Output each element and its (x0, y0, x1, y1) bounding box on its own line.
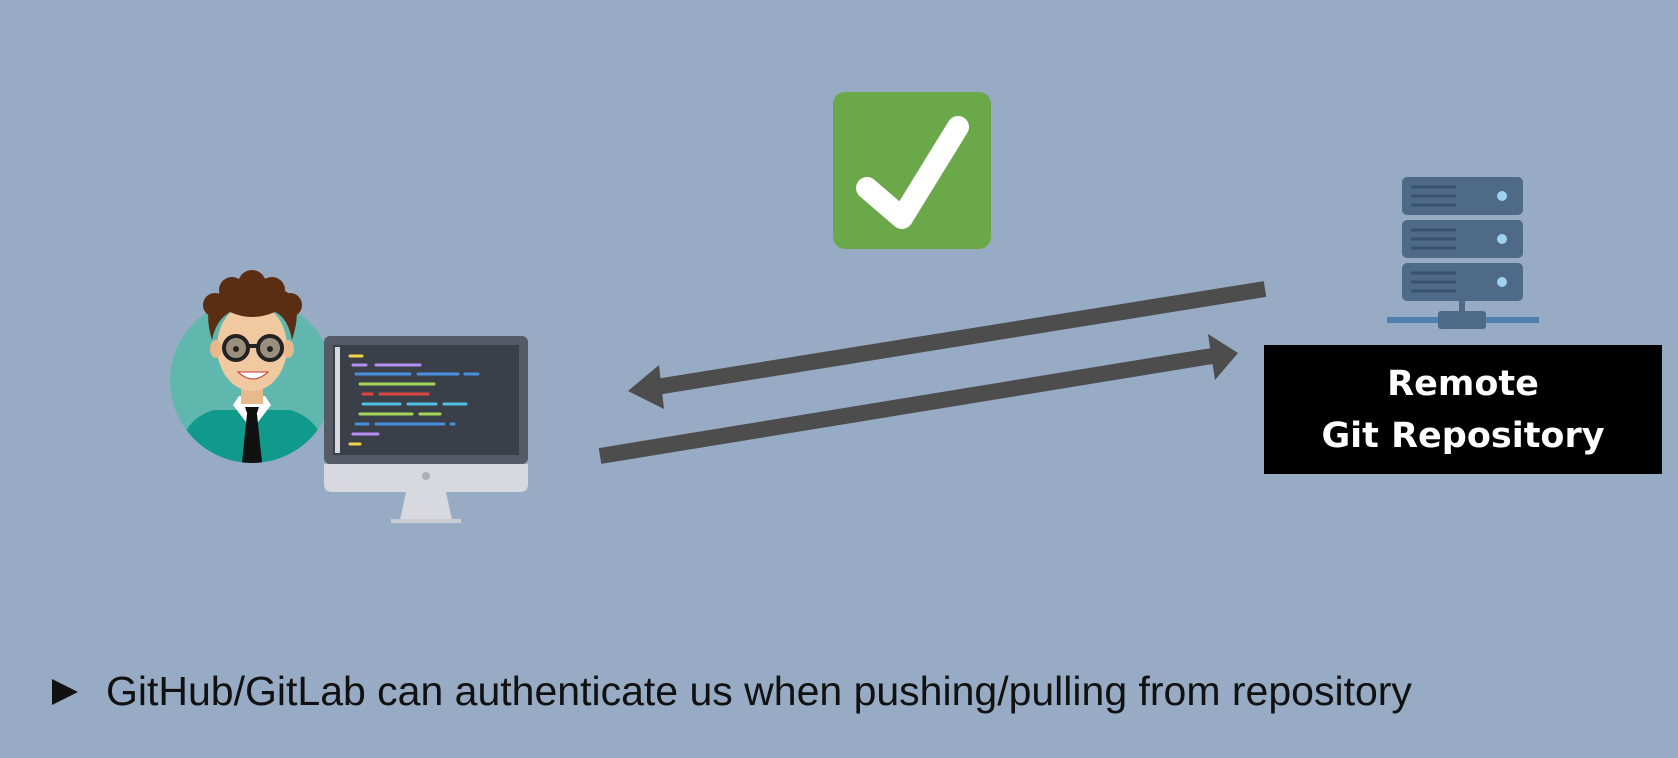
caption-bullet-item: GitHub/GitLab can authenticate us when p… (52, 668, 1412, 715)
remote-repository-label: Remote Git Repository (1264, 345, 1662, 474)
pull-arrow (628, 281, 1267, 409)
check-mark-icon (833, 92, 991, 249)
developer-avatar-icon (170, 270, 334, 463)
push-arrow (598, 334, 1238, 464)
desktop-computer-icon (324, 336, 528, 523)
repository-label-line1: Remote (1387, 363, 1539, 404)
triangle-bullet-icon (52, 678, 78, 705)
server-stack-icon (1387, 177, 1539, 329)
caption-text: GitHub/GitLab can authenticate us when p… (106, 668, 1412, 714)
repository-label-line2: Git Repository (1321, 415, 1605, 456)
